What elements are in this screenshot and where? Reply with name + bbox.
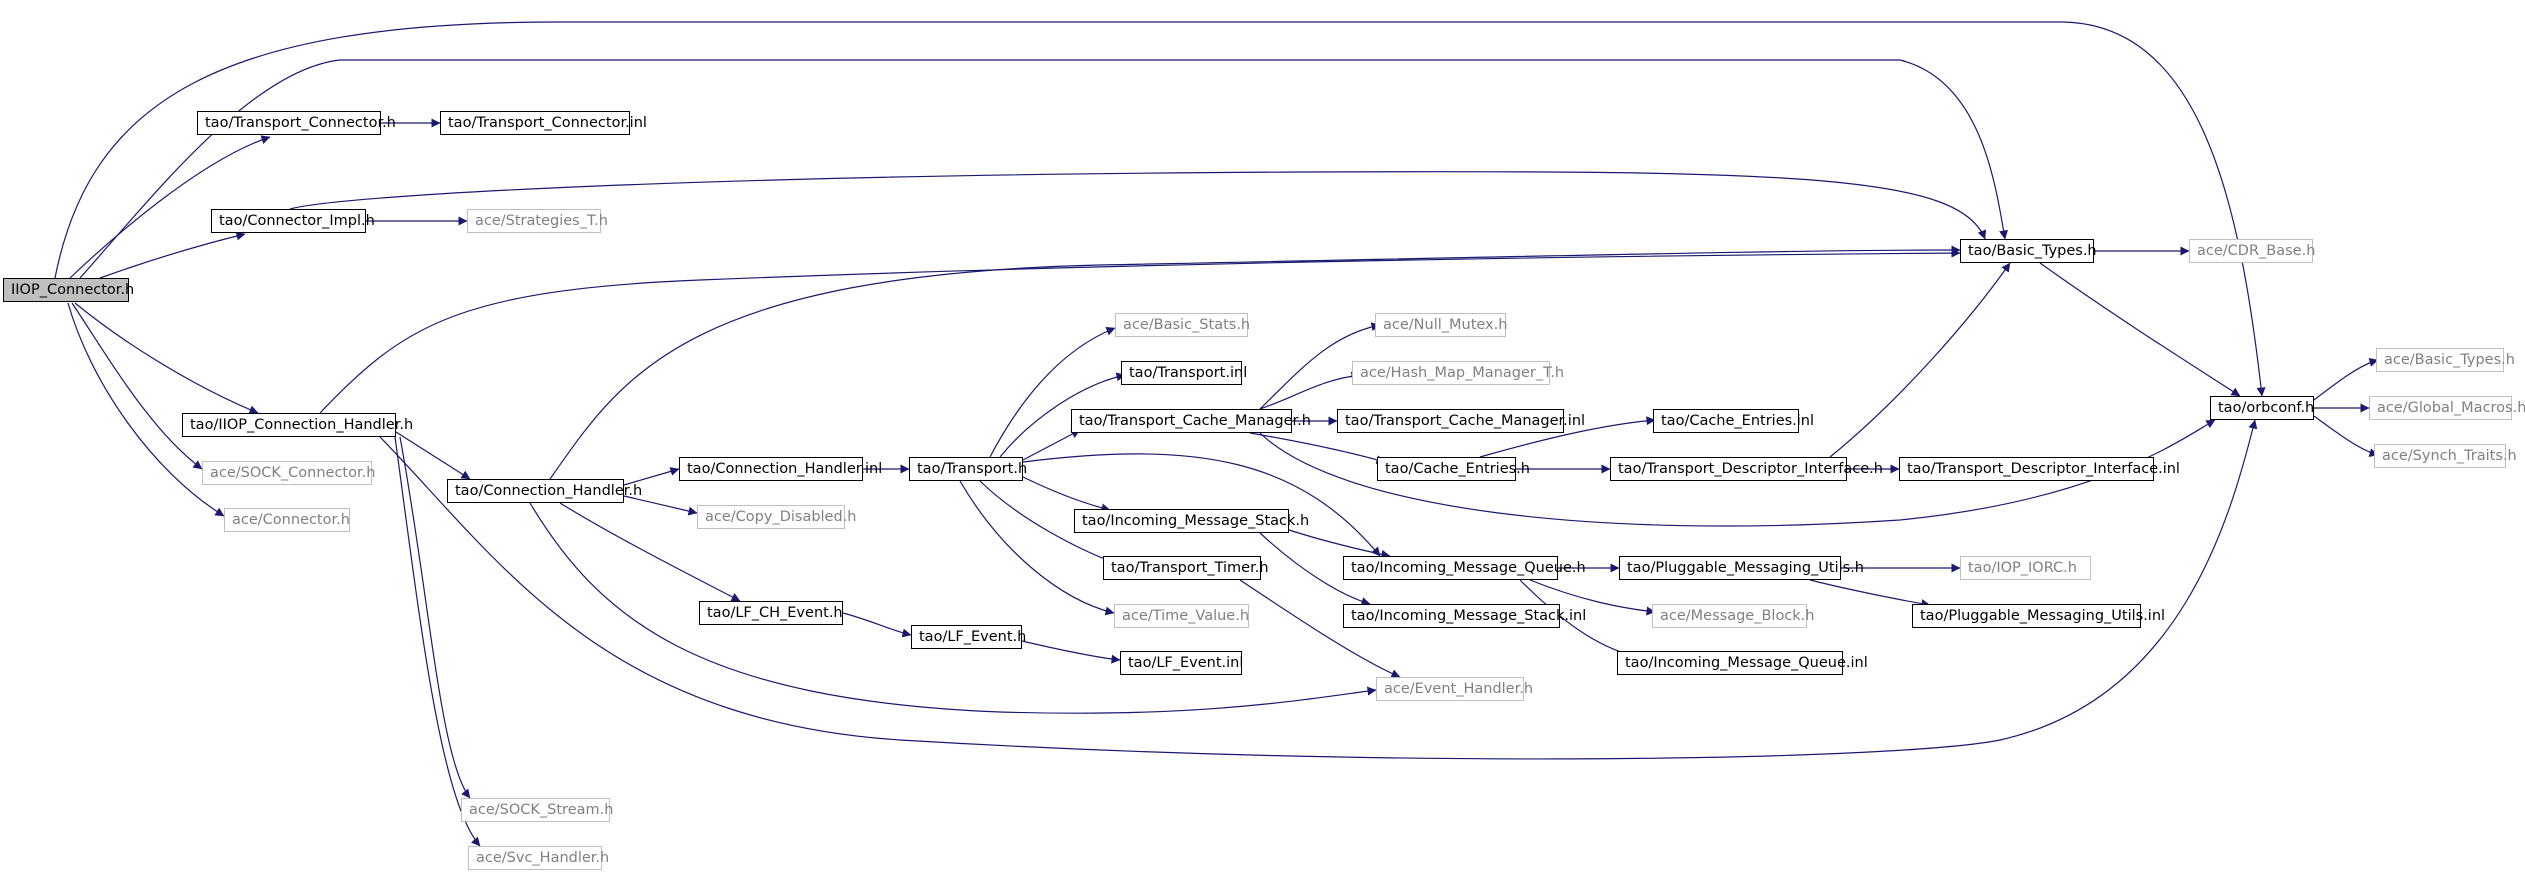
edge-lf-event-to-inl [1021,640,1121,664]
node-ace-sock-connector-h[interactable]: ace/SOCK_Connector.h [202,461,375,485]
edge-iiop-to-connector-impl [99,231,246,279]
edge-basic-types-to-orbconf [2039,262,2241,397]
node-ace-svc-handler-h[interactable]: ace/Svc_Handler.h [468,846,609,870]
edge-incoming-queue-to-message-block [1529,579,1656,616]
edge-iiop-to-orbconf-top [54,21,2266,397]
edge-conn-handler-to-copy-disabled [623,495,698,516]
edge-connector-impl-to-basic-types [289,171,1987,240]
edge-transport-to-incoming-queue [1022,453,1381,557]
edge-iiop-to-iiop-connection-handler [74,302,259,414]
node-tao-pluggable-messaging-utils-h[interactable]: tao/Pluggable_Messaging_Utils.h [1619,556,1864,580]
node-tao-lf-event-inl[interactable]: tao/LF_Event.inl [1120,651,1243,675]
edge-orbconf-to-ace-basic-types [2313,357,2379,401]
edge-transport-to-time-value [959,480,1115,616]
node-tao-transport-inl[interactable]: tao/Transport.inl [1121,361,1247,385]
edge-iiop-to-transport-connector [69,135,271,279]
edge-cache-mgr-to-cache-entries [1249,432,1386,465]
node-ace-basic-stats-h[interactable]: ace/Basic_Stats.h [1115,313,1250,337]
edge-transport-to-transport-inl [999,372,1126,458]
edge-conn-handler-to-inl [623,467,680,486]
edge-descriptor-to-basic-types [1829,262,2011,458]
node-ace-time-value-h[interactable]: ace/Time_Value.h [1114,604,1249,628]
node-ace-message-block-h[interactable]: ace/Message_Block.h [1652,604,1814,628]
edge-cache-entries-to-inl [1479,416,1656,458]
node-tao-transport-h[interactable]: tao/Transport.h [909,457,1027,481]
node-tao-pluggable-messaging-utils-inl[interactable]: tao/Pluggable_Messaging_Utils.inl [1912,604,2165,628]
node-tao-lf-ch-event-h[interactable]: tao/LF_CH_Event.h [699,601,843,625]
node-ace-hash-map-manager-t-h[interactable]: ace/Hash_Map_Manager_T.h [1352,361,1564,385]
edge-cache-mgr-to-hash-map [1259,371,1361,410]
node-tao-orbconf-h[interactable]: tao/orbconf.h [2210,396,2314,420]
node-tao-transport-connector-inl[interactable]: tao/Transport_Connector.inl [440,111,647,135]
edge-iiop-to-basic-types-top [79,59,2009,279]
node-tao-transport-cache-manager-h[interactable]: tao/Transport_Cache_Manager.h [1071,409,1311,433]
node-ace-synch-traits-h[interactable]: ace/Synch_Traits.h [2374,444,2517,468]
node-tao-basic-types-h[interactable]: tao/Basic_Types.h [1960,239,2097,263]
node-tao-connector-impl-h[interactable]: tao/Connector_Impl.h [211,209,375,233]
node-tao-transport-connector-h[interactable]: tao/Transport_Connector.h [197,111,396,135]
node-iiop-connector-h[interactable]: IIOP_Connector.h [3,278,134,302]
edge-transport-to-incoming-stack [1022,476,1111,513]
edge-cache-mgr-to-null-mutex [1259,322,1381,410]
node-tao-cache-entries-h[interactable]: tao/Cache_Entries.h [1377,457,1530,481]
edge-iiop-to-sock-connector [71,302,203,470]
node-tao-transport-descriptor-interface-inl[interactable]: tao/Transport_Descriptor_Interface.inl [1899,457,2180,481]
edge-transport-to-transport-timer [979,480,1116,565]
node-ace-copy-disabled-h[interactable]: ace/Copy_Disabled.h [697,505,857,529]
node-tao-connection-handler-h[interactable]: tao/Connection_Handler.h [447,479,642,503]
edge-cache-mgr-to-orbconf [1259,419,2216,527]
edge-timer-to-event-handler [1239,579,1401,678]
node-ace-event-handler-h[interactable]: ace/Event_Handler.h [1376,677,1533,701]
edge-conn-handler-to-lf-ch-event [559,502,741,602]
edge-conn-handler-to-basic-types [549,245,1961,480]
node-tao-incoming-message-queue-inl[interactable]: tao/Incoming_Message_Queue.inl [1617,651,1868,675]
node-tao-transport-descriptor-interface-h[interactable]: tao/Transport_Descriptor_Interface.h [1610,457,1883,481]
node-tao-cache-entries-inl[interactable]: tao/Cache_Entries.inl [1653,409,1814,433]
edge-transport-to-cache-manager [1022,429,1081,461]
node-tao-incoming-message-queue-h[interactable]: tao/Incoming_Message_Queue.h [1343,556,1586,580]
node-tao-transport-timer-h[interactable]: tao/Transport_Timer.h [1103,556,1269,580]
node-tao-lf-event-h[interactable]: tao/LF_Event.h [911,625,1026,649]
edge-iiop-ch-to-basic-types [319,248,1961,414]
edge-lf-ch-event-to-lf-event [842,612,912,638]
edge-pluggable-to-inl [1809,579,1931,609]
edge-iiop-ch-to-sock-stream [399,436,471,799]
node-tao-connection-handler-inl[interactable]: tao/Connection_Handler.inl [679,457,882,481]
edge-incoming-stack-to-queue [1288,529,1391,559]
node-ace-sock-stream-h[interactable]: ace/SOCK_Stream.h [461,798,613,822]
node-ace-basic-types-h[interactable]: ace/Basic_Types.h [2376,348,2515,372]
edge-iiop-ch-to-orbconf-bottom [379,419,2258,760]
node-tao-transport-cache-manager-inl[interactable]: tao/Transport_Cache_Manager.inl [1337,409,1585,433]
node-tao-iiop-connection-handler-h[interactable]: tao/IIOP_Connection_Handler.h [182,413,413,437]
edge-iiop-to-connector [67,302,225,517]
node-ace-strategies-t-h[interactable]: ace/Strategies_T.h [467,209,608,233]
node-ace-connector-h[interactable]: ace/Connector.h [224,508,350,532]
node-ace-null-mutex-h[interactable]: ace/Null_Mutex.h [1375,313,1507,337]
node-tao-incoming-message-stack-inl[interactable]: tao/Incoming_Message_Stack.inl [1343,604,1586,628]
node-ace-cdr-base-h[interactable]: ace/CDR_Base.h [2189,239,2315,263]
edge-incoming-stack-to-stack-inl [1259,532,1371,606]
node-tao-incoming-message-stack-h[interactable]: tao/Incoming_Message_Stack.h [1074,509,1309,533]
edge-transport-to-basic-stats [989,327,1116,458]
node-tao-iop-iorc-h[interactable]: tao/IOP_IORC.h [1960,556,2091,580]
edge-iiop-ch-to-connection-handler [395,431,471,480]
edge-orbconf-to-synch-traits [2313,415,2379,458]
edge-conn-handler-to-event-handler [529,502,1377,714]
node-ace-global-macros-h[interactable]: ace/Global_Macros.h [2369,396,2525,420]
